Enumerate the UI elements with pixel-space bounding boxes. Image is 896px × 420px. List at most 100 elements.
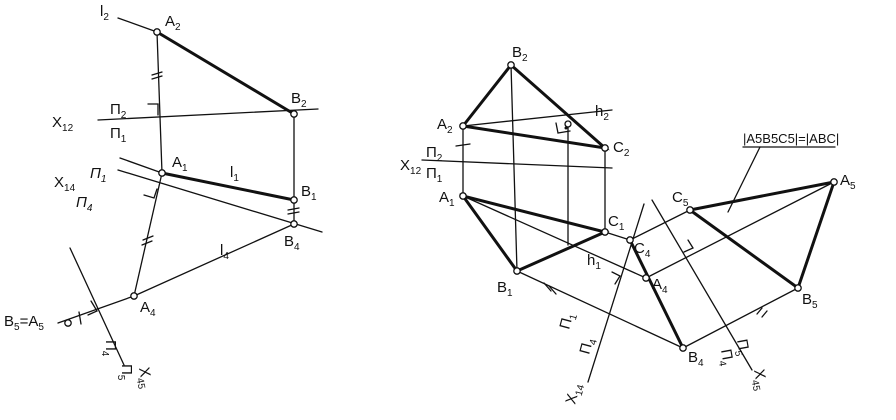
label-h2: h2	[595, 103, 609, 123]
label-plane-p5: П5	[730, 338, 753, 358]
label-l2: l2	[100, 3, 109, 23]
tick-mark	[761, 310, 768, 318]
link-b2-b1	[510, 64, 518, 272]
left-figure: l2 A2 B2 X12 П2 П1 A1 l1 B1 X14 П1 П4 l4…	[4, 3, 323, 391]
label-b5: B5	[802, 291, 818, 311]
label-plane-p1b: П1	[90, 165, 106, 185]
line-l4	[133, 223, 295, 297]
right-figure: B2 h2 A2 C2 X12 П2 П1 A1 C1 C4 h1 A4 B1 …	[400, 44, 856, 407]
label-x14: X14	[54, 174, 76, 194]
point-a2	[459, 122, 467, 130]
triangle-a1b1c1	[459, 193, 610, 273]
point-b5-a5	[64, 319, 72, 327]
label-plane-p2: П2	[110, 101, 127, 121]
triangle-a2b2c2	[460, 62, 610, 151]
tick-mark	[78, 311, 82, 325]
right-angle-mark	[683, 239, 694, 253]
horizontal-h2	[462, 109, 613, 127]
right-angle-mark	[555, 122, 571, 134]
right-angle-mark	[87, 300, 98, 316]
tick-mark	[142, 235, 154, 241]
label-x14: X14	[562, 381, 587, 407]
label-a1: A1	[439, 189, 455, 209]
label-plane-p4: П4	[576, 335, 600, 356]
axis-x12-line	[97, 108, 319, 121]
tick-mark	[543, 282, 552, 292]
label-h1: h1	[587, 252, 601, 272]
label-b4: B4	[688, 349, 704, 369]
label-l1: l1	[230, 164, 239, 184]
tick-mark	[455, 143, 471, 147]
label-plane-p1: П1	[110, 125, 127, 145]
point-a1	[459, 192, 467, 200]
label-c4: C4	[634, 240, 651, 260]
axis-x45-line	[69, 247, 125, 366]
line-l2	[155, 30, 296, 116]
tick-mark	[151, 71, 163, 76]
label-x45: X45	[747, 368, 770, 393]
horizontal-h1	[462, 195, 647, 279]
label-l4: l4	[220, 242, 229, 262]
tick-mark	[756, 307, 763, 315]
point-a1	[158, 169, 166, 177]
label-b1: B1	[301, 183, 317, 203]
point-b1	[513, 267, 521, 275]
axis-x14-line	[587, 203, 645, 383]
point-c2	[601, 144, 609, 152]
right-angle-mark	[147, 103, 159, 116]
label-b2: B2	[291, 90, 307, 110]
label-b5-a5: B5=A5	[4, 313, 44, 333]
label-a4: A4	[140, 299, 156, 319]
right-angle-mark	[611, 271, 621, 285]
label-b1: B1	[497, 279, 513, 299]
link-a4-a5	[645, 181, 835, 279]
line-l1	[160, 171, 296, 202]
edge-view-c4b4	[628, 238, 685, 350]
tick-mark	[548, 285, 557, 295]
point-a4	[642, 274, 650, 282]
point-a4	[130, 292, 138, 300]
point-b2	[507, 61, 515, 69]
line-l1-extension	[119, 157, 163, 174]
label-a5: A5	[840, 172, 856, 192]
point-c4	[626, 236, 634, 244]
tick-mark	[151, 75, 163, 80]
point-c1	[601, 228, 609, 236]
label-a2: A2	[437, 116, 453, 136]
label-plane-p2: П2	[426, 144, 443, 164]
point-b5	[794, 284, 802, 292]
label-plane-p1: П1	[426, 165, 443, 185]
label-c2: C2	[613, 139, 630, 159]
triangle-a5b5c5	[686, 180, 837, 291]
true-size-label: |A5B5C5|=|ABC|	[743, 131, 839, 146]
label-b4: B4	[284, 233, 300, 253]
point-a2	[153, 28, 161, 36]
point-b2	[290, 110, 298, 118]
label-plane-p4b: П4	[99, 340, 119, 357]
label-a4: A4	[652, 276, 668, 296]
point-a5	[830, 178, 838, 186]
label-b2: B2	[512, 44, 528, 64]
axis-x14-line	[117, 169, 323, 233]
label-c1: C1	[608, 213, 625, 233]
point-h2-intersection	[564, 120, 572, 128]
label-plane-p4: П4	[76, 194, 93, 214]
label-plane-p4b: П4	[714, 348, 737, 368]
label-plane-p1b: П1	[556, 310, 580, 331]
true-size-leader	[727, 146, 761, 213]
label-x12: X12	[52, 114, 74, 134]
link-b4-b5	[682, 287, 799, 349]
point-b4	[290, 220, 298, 228]
link-a1-a4	[133, 172, 163, 297]
link-c4-c5	[629, 209, 691, 241]
label-c5: C5	[672, 189, 689, 209]
tick-mark	[287, 211, 300, 215]
label-x12: X12	[400, 157, 422, 177]
line-l2-extension	[117, 17, 158, 33]
right-angle-mark	[143, 188, 158, 199]
label-x45: X45	[132, 366, 155, 391]
point-b1	[290, 196, 298, 204]
point-c5	[686, 206, 694, 214]
